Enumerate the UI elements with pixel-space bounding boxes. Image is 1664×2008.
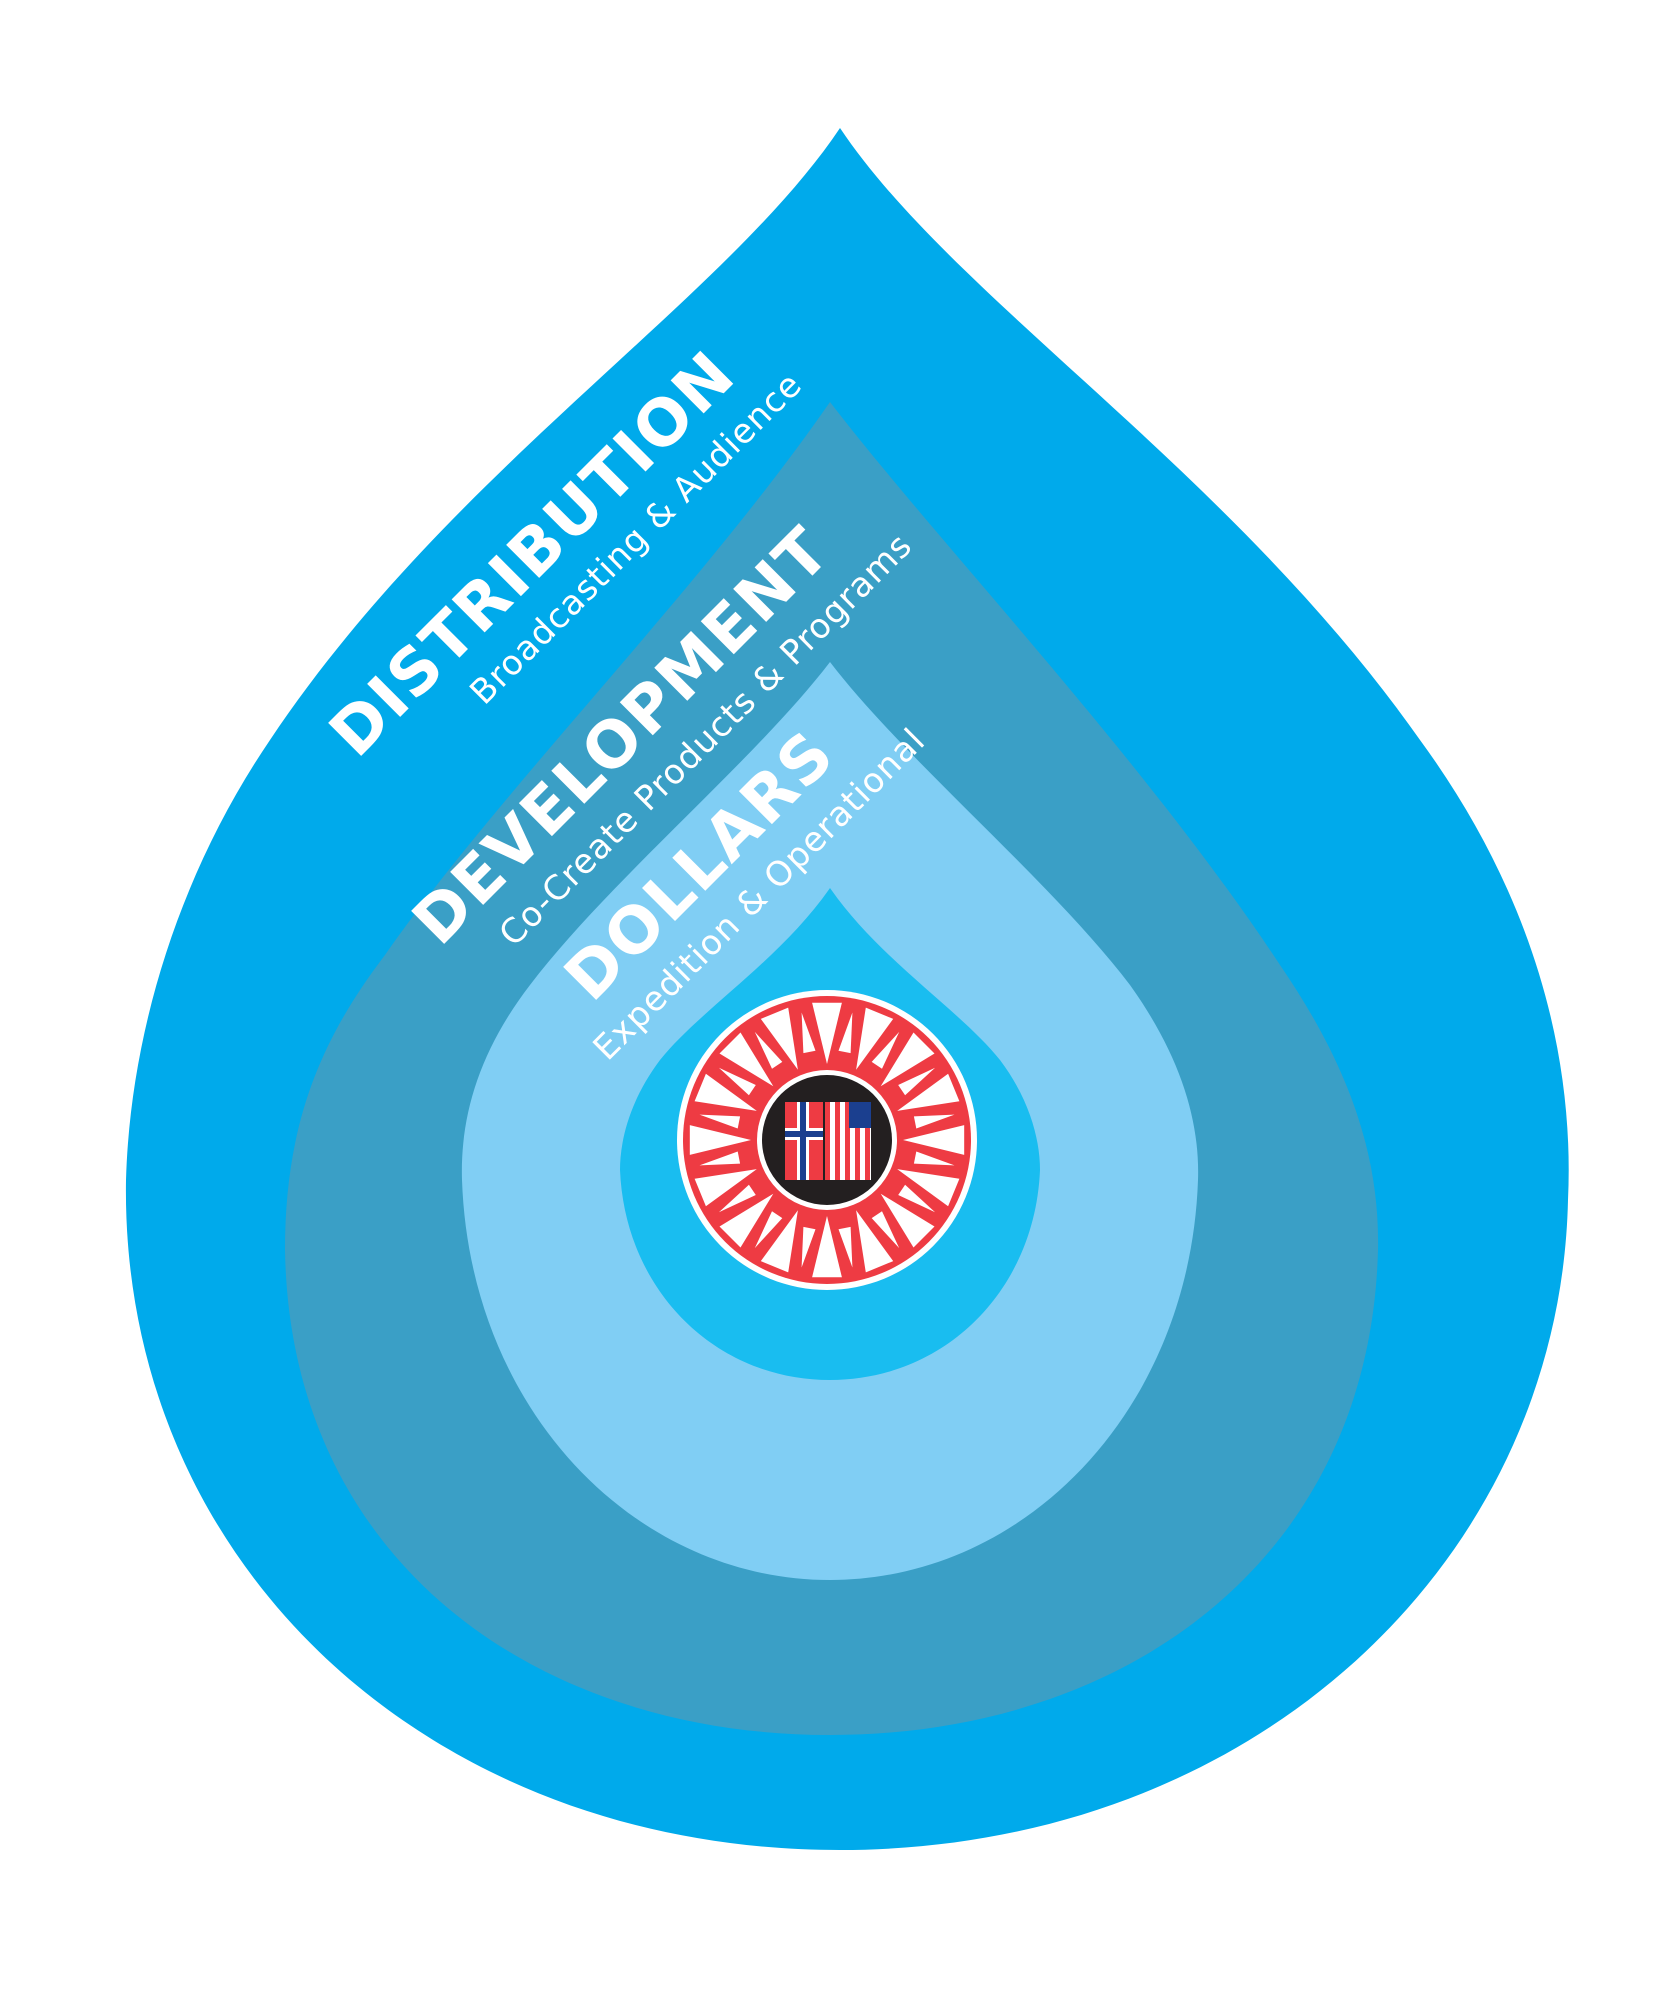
compass-rose-points — [689, 1002, 965, 1278]
rose-minor-point — [718, 1067, 756, 1096]
rose-minor-point — [871, 1031, 900, 1069]
rose-minor-point — [801, 1012, 816, 1054]
rose-point — [760, 1210, 798, 1273]
rose-minor-point — [913, 1151, 955, 1166]
rose-minor-point — [754, 1211, 783, 1249]
rose-minor-point — [898, 1184, 936, 1213]
rose-minor-point — [838, 1012, 853, 1054]
rose-point — [760, 1007, 798, 1070]
rose-minor-point — [913, 1114, 955, 1129]
rose-point — [897, 1169, 960, 1207]
rose-point — [694, 1073, 757, 1111]
rose-point — [856, 1210, 894, 1273]
norway-flag-icon — [785, 1102, 823, 1180]
usa-flag-icon — [825, 1102, 871, 1180]
rose-minor-point — [871, 1211, 900, 1249]
rose-point — [689, 1125, 751, 1155]
compass-rose-emblem — [677, 990, 977, 1290]
rose-minor-point — [838, 1226, 853, 1268]
rose-point — [812, 1216, 842, 1278]
rose-point — [903, 1125, 965, 1155]
rose-point — [880, 1032, 935, 1087]
rose-minor-point — [754, 1031, 783, 1069]
rose-minor-point — [801, 1226, 816, 1268]
rose-minor-point — [699, 1151, 741, 1166]
rose-point — [719, 1032, 774, 1087]
rose-minor-point — [898, 1067, 936, 1096]
rose-point — [719, 1193, 774, 1248]
rose-point — [856, 1007, 894, 1070]
rose-point — [880, 1193, 935, 1248]
rose-point — [812, 1002, 842, 1064]
rose-minor-point — [699, 1114, 741, 1129]
rose-point — [897, 1073, 960, 1111]
rose-minor-point — [718, 1184, 756, 1213]
rose-point — [694, 1169, 757, 1207]
